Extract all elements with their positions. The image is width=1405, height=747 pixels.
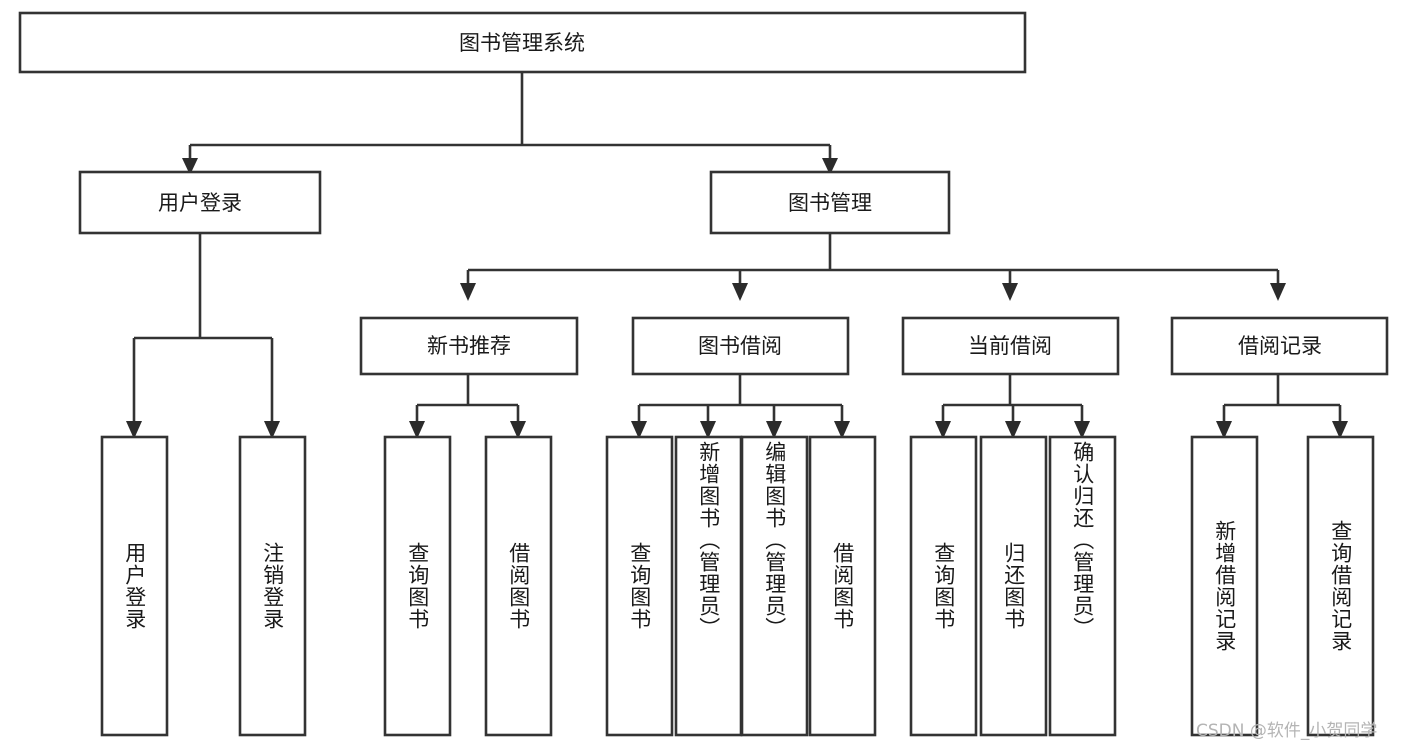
node-new-book-recommend-box[interactable] [359, 316, 579, 376]
arrow-head-icon [1005, 421, 1021, 439]
connector-group-book-borrow [631, 374, 850, 439]
arrow-head-icon [264, 421, 280, 439]
arrow-head-icon [1332, 421, 1348, 439]
node-book-manage[interactable]: 图书管理 [709, 170, 951, 235]
node-book-manage-box[interactable] [709, 170, 951, 235]
leaf-box-logout[interactable] [238, 435, 307, 737]
node-current-borrow-label: 当前借阅 [968, 334, 1052, 358]
arrow-head-icon [1216, 421, 1232, 439]
node-new-book-recommend[interactable]: 新书推荐 [359, 316, 579, 376]
arrow-head-icon [510, 421, 526, 439]
arrow-head-icon [126, 421, 142, 439]
node-new-book-recommend-label: 新书推荐 [427, 334, 511, 358]
arrow-head-icon [822, 158, 838, 175]
node-book-borrow-box[interactable] [631, 316, 850, 376]
connector-group-borrow-record [1216, 374, 1348, 439]
node-user-login[interactable]: 用户登录 [78, 170, 322, 235]
leaf-box-borrow-book-a[interactable] [484, 435, 553, 737]
leaf-boxes [100, 435, 1375, 737]
leaf-box-query-book-a[interactable] [383, 435, 452, 737]
leaf-box-add-book[interactable] [674, 435, 743, 737]
node-root-label: 图书管理系统 [459, 31, 585, 55]
connector-group-new-book [409, 374, 526, 439]
node-book-manage-label: 图书管理 [788, 191, 872, 215]
node-current-borrow-box[interactable] [901, 316, 1120, 376]
leaf-box-add-record[interactable] [1190, 435, 1259, 737]
leaf-box-return-book[interactable] [979, 435, 1048, 737]
arrow-head-icon [766, 421, 782, 439]
node-user-login-label: 用户登录 [158, 191, 242, 215]
arrow-head-icon [1002, 283, 1018, 301]
leaf-box-query-record[interactable] [1306, 435, 1375, 737]
arrow-head-icon [409, 421, 425, 439]
arrow-head-icon [700, 421, 716, 439]
node-book-borrow-label: 图书借阅 [698, 334, 782, 358]
node-borrow-record-label: 借阅记录 [1238, 334, 1322, 358]
node-book-borrow[interactable]: 图书借阅 [631, 316, 850, 376]
node-borrow-record-box[interactable] [1170, 316, 1389, 376]
node-borrow-record[interactable]: 借阅记录 [1170, 316, 1389, 376]
arrow-head-icon [460, 283, 476, 301]
leaf-box-query-book-c[interactable] [909, 435, 978, 737]
leaf-box-borrow-book-b[interactable] [808, 435, 877, 737]
arrow-head-icon [732, 283, 748, 301]
connector-group-book-manage [460, 233, 1286, 301]
node-current-borrow[interactable]: 当前借阅 [901, 316, 1120, 376]
arrow-head-icon [834, 421, 850, 439]
node-user-login-box[interactable] [78, 170, 322, 235]
node-root[interactable]: 图书管理系统 [18, 11, 1027, 74]
arrow-head-icon [182, 158, 198, 175]
arrow-head-icon [631, 421, 647, 439]
arrow-head-icon [1270, 283, 1286, 301]
node-root-box[interactable] [18, 11, 1027, 74]
leaf-box-user-login[interactable] [100, 435, 169, 737]
leaf-box-edit-book[interactable] [740, 435, 809, 737]
connector-group-current-borrow [935, 374, 1090, 439]
leaf-box-query-book-b[interactable] [605, 435, 674, 737]
connector-group-root [182, 72, 838, 175]
csdn-watermark: CSDN @软件_小贺同学 [1196, 721, 1378, 741]
arrow-head-icon [935, 421, 951, 439]
leaf-box-confirm-return[interactable] [1048, 435, 1117, 737]
connector-group-user-login [126, 233, 280, 439]
arrow-head-icon [1074, 421, 1090, 439]
